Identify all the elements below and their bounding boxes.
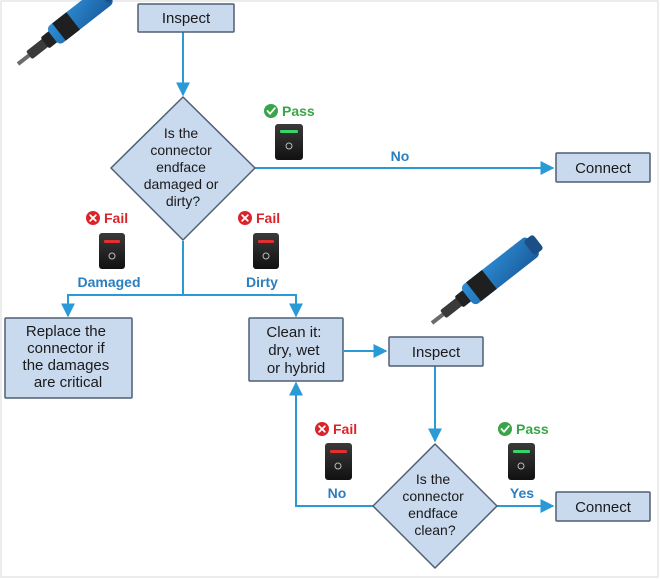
status-pass-top-label: Pass bbox=[282, 103, 315, 119]
status-pass-bottom-label: Pass bbox=[516, 421, 549, 437]
fiber-inspection-probe-icon bbox=[430, 235, 543, 325]
status-fail-bottom-label: Fail bbox=[333, 421, 357, 437]
node-inspect-top-label: Inspect bbox=[162, 10, 211, 27]
node-inspect-bottom-label: Inspect bbox=[412, 344, 461, 361]
replace-line: connector if bbox=[27, 340, 105, 357]
decision-clean-line: endface bbox=[408, 505, 458, 521]
status-fail-damaged-label: Fail bbox=[104, 210, 128, 226]
decision-damaged-line: dirty? bbox=[166, 193, 200, 209]
connectors bbox=[61, 32, 555, 513]
replace-line: Replace the bbox=[26, 323, 106, 340]
status-pass-top: Pass bbox=[264, 103, 315, 119]
node-inspect-top: Inspect bbox=[137, 3, 235, 33]
node-clean: Clean it: dry, wet or hybrid bbox=[248, 317, 344, 382]
decision-damaged-line: endface bbox=[156, 159, 206, 175]
check-circle-icon bbox=[264, 104, 278, 118]
decision-damaged-line: Is the bbox=[164, 125, 198, 141]
node-connect-top-label: Connect bbox=[575, 160, 632, 177]
status-pass-bottom: Pass bbox=[498, 421, 549, 437]
clean-line: or hybrid bbox=[267, 360, 325, 377]
status-fail-damaged: Fail bbox=[86, 210, 128, 226]
status-fail-dirty-label: Fail bbox=[256, 210, 280, 226]
edge-label-yes-bottom: Yes bbox=[510, 485, 534, 501]
clean-line: Clean it: bbox=[266, 324, 321, 341]
fail-indicator-device-icon bbox=[99, 233, 125, 269]
edge-label-dirty: Dirty bbox=[246, 274, 278, 290]
node-connect-bottom-label: Connect bbox=[575, 499, 632, 516]
edge-no-to-clean bbox=[289, 381, 374, 507]
node-replace: Replace the connector if the damages are… bbox=[4, 317, 133, 399]
fail-indicator-device-icon bbox=[253, 233, 279, 269]
svg-text:Is the connector e: Is the connector endface clean? bbox=[402, 471, 467, 538]
node-inspect-bottom: Inspect bbox=[388, 336, 484, 367]
pass-indicator-device-icon bbox=[508, 443, 535, 480]
node-connect-bottom: Connect bbox=[555, 491, 651, 522]
decision-damaged-line: connector bbox=[150, 142, 212, 158]
replace-line: are critical bbox=[34, 374, 102, 391]
decision-damaged-line: damaged or bbox=[144, 176, 219, 192]
decision-clean-line: Is the bbox=[416, 471, 450, 487]
fiber-inspection-probe-icon bbox=[16, 0, 117, 66]
status-fail-bottom: Fail bbox=[315, 421, 357, 437]
check-circle-icon bbox=[498, 422, 512, 436]
edge-damaged-to-replace bbox=[61, 241, 184, 318]
decision-damaged-or-dirty: Is the connector endface damaged or dirt… bbox=[110, 96, 256, 241]
status-fail-dirty: Fail bbox=[238, 210, 280, 226]
edge-label-no-top: No bbox=[391, 148, 410, 164]
decision-clean-line: clean? bbox=[414, 522, 455, 538]
fail-indicator-device-icon bbox=[325, 443, 352, 480]
svg-text:Clean it: dry, wet: Clean it: dry, wet or hybrid bbox=[266, 324, 325, 377]
replace-line: the damages bbox=[23, 357, 110, 374]
edge-label-damaged: Damaged bbox=[77, 274, 140, 290]
decision-clean-line: connector bbox=[402, 488, 464, 504]
edge-dirty-to-clean bbox=[183, 294, 303, 318]
decision-clean: Is the connector endface clean? bbox=[372, 443, 498, 569]
pass-indicator-device-icon bbox=[275, 124, 303, 160]
node-connect-top: Connect bbox=[555, 152, 651, 183]
edge-label-no-bottom: No bbox=[328, 485, 347, 501]
svg-text:Is the connector e: Is the connector endface damaged or dirt… bbox=[144, 125, 223, 209]
clean-line: dry, wet bbox=[268, 342, 320, 359]
svg-text:Replace the connector if: Replace the connector if the damages are… bbox=[23, 323, 114, 391]
